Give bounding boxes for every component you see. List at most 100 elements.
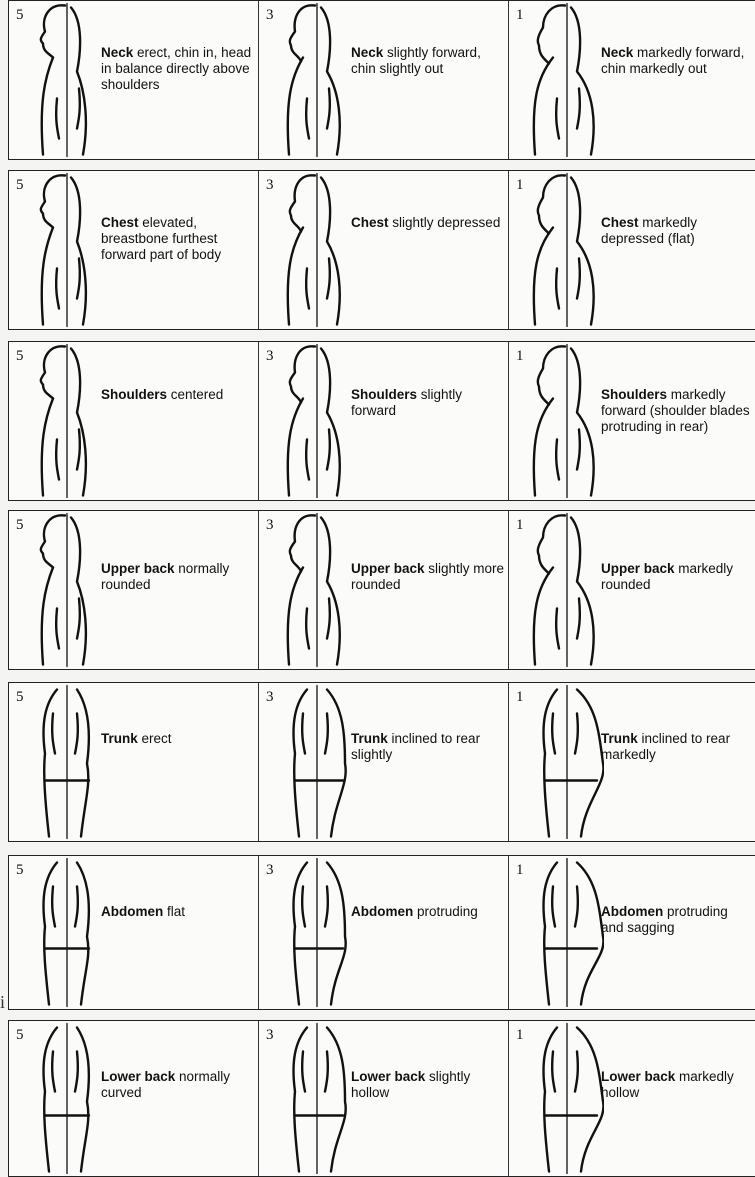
posture-figure-icon bbox=[19, 683, 104, 841]
figure-stroke bbox=[556, 440, 559, 480]
posture-cell: 1Neck markedly forward, chin markedly ou… bbox=[509, 1, 755, 159]
body-part-term: Trunk bbox=[601, 731, 638, 746]
figure-stroke bbox=[77, 863, 89, 1005]
posture-figure-icon bbox=[269, 856, 354, 1009]
figure-stroke bbox=[556, 609, 559, 649]
figure-stroke bbox=[575, 1052, 578, 1092]
posture-description: Neck markedly forward, chin markedly out bbox=[601, 45, 754, 77]
posture-text: centered bbox=[167, 387, 223, 402]
figure-stroke bbox=[77, 599, 80, 639]
figure-stroke bbox=[544, 1028, 558, 1172]
figure-stroke bbox=[56, 269, 59, 309]
figure-stroke bbox=[75, 1052, 78, 1092]
figure-stroke bbox=[77, 690, 89, 837]
figure-stroke bbox=[41, 515, 65, 567]
figure-stroke bbox=[577, 599, 580, 639]
figure-stroke bbox=[288, 228, 303, 325]
figure-stroke bbox=[56, 440, 59, 480]
figure-stroke bbox=[544, 863, 558, 1005]
body-part-term: Lower back bbox=[351, 1069, 425, 1084]
figure-stroke bbox=[327, 430, 330, 470]
posture-cell: 5Chest elevated, breastbone furthest for… bbox=[9, 171, 259, 329]
figure-stroke bbox=[575, 887, 578, 927]
body-part-term: Neck bbox=[101, 45, 133, 60]
figure-stroke bbox=[538, 346, 565, 404]
posture-figure-icon bbox=[19, 1021, 104, 1176]
posture-description: Lower back markedly hollow bbox=[601, 1069, 754, 1101]
body-part-term: Upper back bbox=[601, 561, 675, 576]
posture-description: Chest elevated, breastbone furthest forw… bbox=[101, 215, 256, 263]
posture-cell: 3Abdomen protruding bbox=[259, 856, 509, 1009]
figure-stroke bbox=[571, 518, 594, 665]
body-part-term: Abdomen bbox=[601, 904, 663, 919]
posture-cell: 3Chest slightly depressed bbox=[259, 171, 509, 329]
figure-stroke bbox=[325, 887, 328, 927]
posture-figure-icon bbox=[269, 683, 354, 841]
body-part-term: Chest bbox=[601, 215, 639, 230]
posture-figure-icon bbox=[19, 342, 104, 500]
figure-stroke bbox=[552, 714, 555, 754]
body-part-term: Neck bbox=[351, 45, 383, 60]
figure-stroke bbox=[302, 1052, 305, 1092]
posture-figure-icon bbox=[519, 856, 604, 1009]
figure-stroke bbox=[52, 1052, 55, 1092]
figure-stroke bbox=[288, 58, 303, 155]
figure-stroke bbox=[534, 228, 553, 325]
figure-stroke bbox=[327, 690, 346, 837]
figure-stroke bbox=[77, 1028, 89, 1172]
figure-stroke bbox=[571, 349, 594, 496]
posture-figure-icon bbox=[519, 1, 604, 159]
figure-stroke bbox=[71, 349, 86, 496]
body-part-term: Chest bbox=[101, 215, 139, 230]
body-part-term: Trunk bbox=[351, 731, 388, 746]
posture-description: Lower back normally curved bbox=[101, 1069, 256, 1101]
figure-stroke bbox=[321, 349, 340, 496]
figure-stroke bbox=[77, 89, 80, 129]
figure-stroke bbox=[534, 399, 553, 496]
figure-stroke bbox=[56, 609, 59, 649]
figure-stroke bbox=[571, 8, 594, 155]
posture-figure-icon bbox=[269, 511, 354, 669]
figure-stroke bbox=[294, 1028, 308, 1172]
figure-stroke bbox=[571, 178, 594, 325]
posture-figure-icon bbox=[269, 342, 354, 500]
figure-stroke bbox=[327, 863, 346, 1005]
posture-figure-icon bbox=[269, 171, 354, 329]
posture-cell: 1Abdomen protruding and sagging bbox=[509, 856, 755, 1009]
figure-stroke bbox=[75, 714, 78, 754]
posture-cell: 1Chest markedly depressed (flat) bbox=[509, 171, 755, 329]
figure-stroke bbox=[306, 440, 309, 480]
figure-stroke bbox=[41, 346, 65, 398]
figure-stroke bbox=[44, 863, 58, 1005]
body-part-term: Trunk bbox=[101, 731, 138, 746]
figure-stroke bbox=[71, 518, 86, 665]
posture-row: 5Lower back normally curved3Lower back s… bbox=[8, 1020, 755, 1177]
posture-figure-icon bbox=[269, 1, 354, 159]
figure-stroke bbox=[42, 228, 53, 325]
posture-cell: 5Upper back normally rounded bbox=[9, 511, 259, 669]
figure-stroke bbox=[302, 714, 305, 754]
figure-stroke bbox=[52, 714, 55, 754]
figure-stroke bbox=[327, 1028, 346, 1172]
figure-stroke bbox=[290, 175, 315, 231]
figure-stroke bbox=[44, 690, 58, 837]
figure-stroke bbox=[577, 1028, 603, 1172]
posture-figure-icon bbox=[519, 1021, 604, 1176]
figure-stroke bbox=[77, 259, 80, 299]
body-part-term: Abdomen bbox=[101, 904, 163, 919]
figure-stroke bbox=[556, 99, 559, 139]
figure-stroke bbox=[577, 89, 580, 129]
posture-description: Trunk inclined to rear markedly bbox=[601, 731, 754, 763]
figure-stroke bbox=[42, 58, 53, 155]
posture-description: Trunk inclined to rear slightly bbox=[351, 731, 506, 763]
figure-stroke bbox=[577, 863, 603, 1005]
posture-description: Shoulders centered bbox=[101, 387, 256, 403]
posture-description: Upper back slightly more rounded bbox=[351, 561, 506, 593]
figure-stroke bbox=[75, 887, 78, 927]
